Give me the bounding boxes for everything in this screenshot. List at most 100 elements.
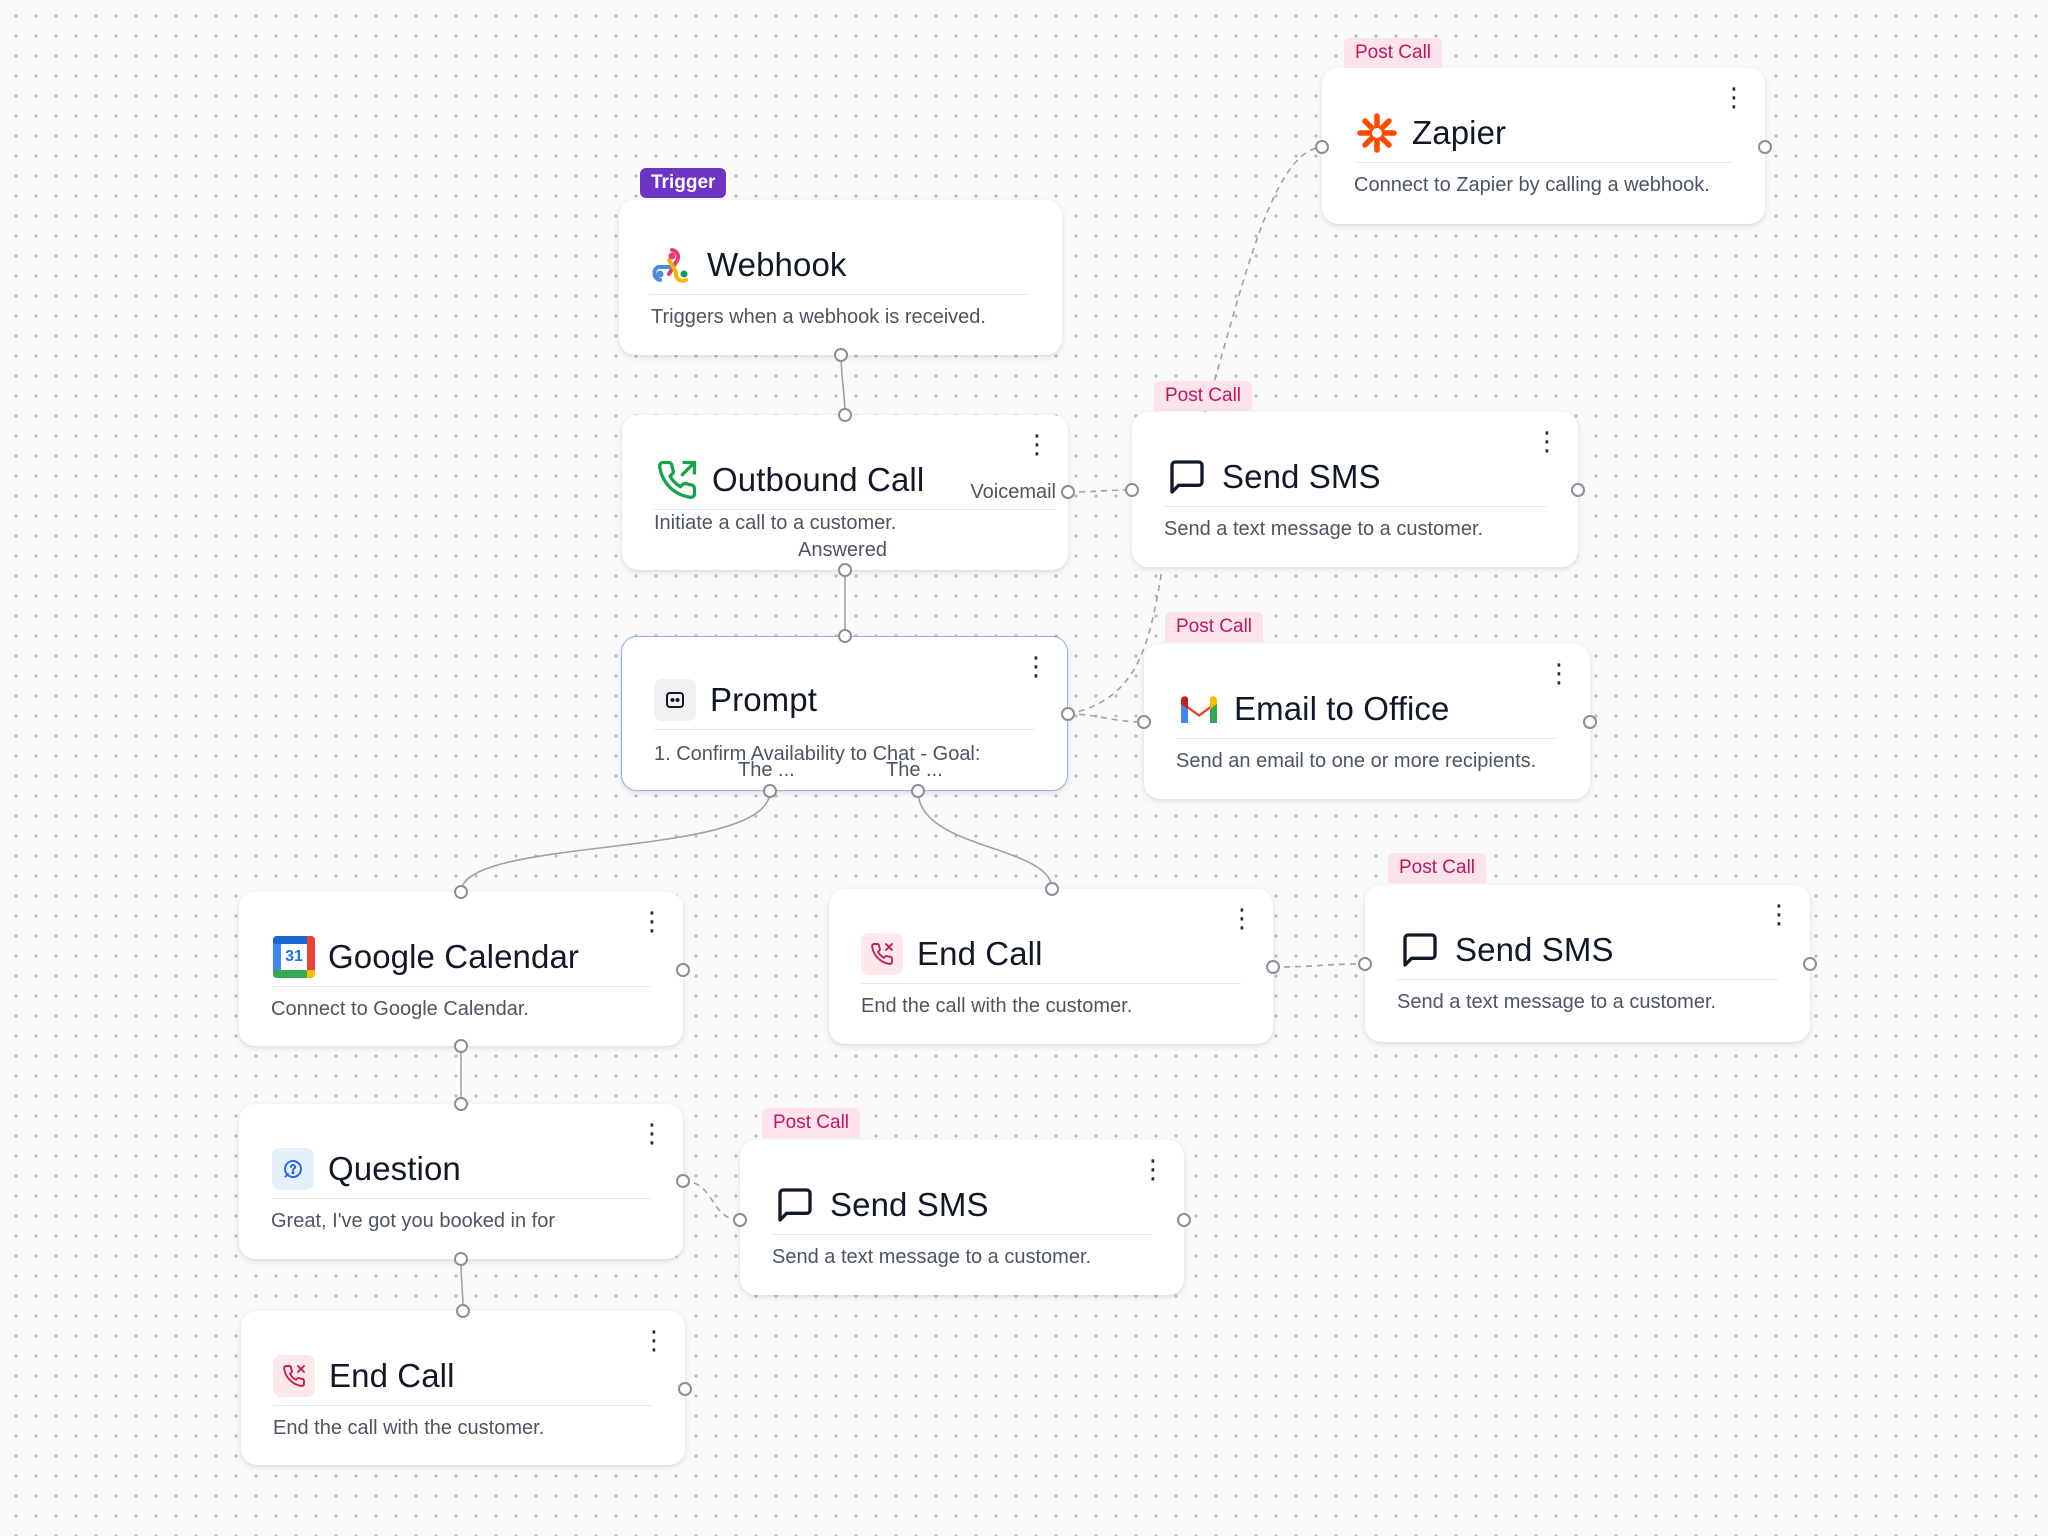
more-options-icon[interactable]: ⋮	[1721, 82, 1747, 112]
webhook-icon	[649, 242, 695, 288]
node-title: Send SMS	[1455, 931, 1614, 968]
endcall-side-output-handle[interactable]	[1266, 960, 1280, 974]
post-call-tag: Post Call	[1154, 381, 1253, 411]
node-title: Question	[328, 1150, 461, 1187]
trigger-tag: Trigger	[640, 168, 727, 198]
prompt-node[interactable]: ⋮ Prompt 1. Confirm Availability to Chat…	[621, 636, 1068, 791]
message-icon	[1164, 454, 1210, 500]
question-output-handle[interactable]	[454, 1252, 468, 1266]
prompt-right-output-handle[interactable]	[911, 784, 925, 798]
node-title: End Call	[917, 935, 1043, 972]
gcal-side-output-handle[interactable]	[676, 963, 690, 977]
edge-webhook-outbound	[840, 354, 846, 416]
gcal-input-handle[interactable]	[454, 885, 468, 899]
end-call-node[interactable]: ⋮ End Call End the call with the custome…	[829, 889, 1273, 1044]
google-calendar-icon: 31	[272, 934, 316, 980]
more-options-icon[interactable]: ⋮	[1766, 899, 1792, 929]
node-description: 1. Confirm Availability to Chat - Goal:	[654, 743, 981, 765]
zapier-node[interactable]: ⋮ Zapier Connect to Zapier by calling a …	[1322, 68, 1765, 224]
port-label-left: The ...	[738, 759, 795, 781]
end-call-icon	[861, 933, 903, 975]
endcall-input-handle[interactable]	[1045, 882, 1059, 896]
more-options-icon[interactable]: ⋮	[1024, 429, 1050, 459]
edge-prompt-gcal	[460, 790, 771, 893]
node-description: Send a text message to a customer.	[1164, 518, 1484, 540]
node-header: End Call	[273, 1347, 653, 1406]
sms-input-handle[interactable]	[733, 1213, 747, 1227]
question-node[interactable]: ⋮ Question Great, I've got you booked in…	[239, 1104, 683, 1259]
question-input-handle[interactable]	[454, 1097, 468, 1111]
node-title: Email to Office	[1234, 690, 1450, 727]
port-label-right: The ...	[886, 759, 943, 781]
google-calendar-node[interactable]: ⋮ 31 Google Calendar Connect to Google C…	[239, 892, 683, 1046]
more-options-icon[interactable]: ⋮	[1140, 1154, 1166, 1184]
outbound-phone-icon	[654, 457, 700, 503]
node-header: Prompt	[654, 671, 1035, 730]
more-options-icon[interactable]: ⋮	[1229, 903, 1255, 933]
send-sms-node[interactable]: ⋮ Send SMS Send a text message to a cust…	[1365, 885, 1810, 1042]
prompt-left-output-handle[interactable]	[763, 784, 777, 798]
end-call-icon	[273, 1355, 315, 1397]
more-options-icon[interactable]: ⋮	[1023, 651, 1049, 681]
endcall-input-handle[interactable]	[456, 1304, 470, 1318]
node-title: Google Calendar	[328, 938, 579, 975]
email-to-office-node[interactable]: ⋮ Email to Office Send an email to one o…	[1144, 644, 1590, 799]
node-header: Send SMS	[1397, 921, 1778, 980]
edge-endcall-sms2	[1272, 963, 1366, 968]
webhook-output-handle[interactable]	[834, 348, 848, 362]
node-header: Email to Office	[1176, 680, 1558, 739]
webhook-node[interactable]: Webhook Triggers when a webhook is recei…	[619, 200, 1062, 355]
node-title: Zapier	[1412, 114, 1507, 151]
more-options-icon[interactable]: ⋮	[639, 906, 665, 936]
node-description: End the call with the customer.	[273, 1417, 545, 1439]
post-call-tag: Post Call	[1344, 38, 1443, 68]
node-header: Zapier	[1354, 104, 1733, 163]
gmail-icon	[1176, 686, 1222, 732]
message-icon	[772, 1182, 818, 1228]
question-side-output-handle[interactable]	[676, 1174, 690, 1188]
email-input-handle[interactable]	[1137, 715, 1151, 729]
sms-output-handle[interactable]	[1571, 483, 1585, 497]
prompt-input-handle[interactable]	[838, 629, 852, 643]
node-description: Send an email to one or more recipients.	[1176, 750, 1537, 772]
node-description: Connect to Zapier by calling a webhook.	[1354, 174, 1710, 196]
prompt-icon	[654, 679, 696, 721]
sms-output-handle[interactable]	[1803, 957, 1817, 971]
sms-input-handle[interactable]	[1125, 483, 1139, 497]
gcal-output-handle[interactable]	[454, 1039, 468, 1053]
node-header: Question	[272, 1140, 651, 1199]
node-title: Send SMS	[1222, 458, 1381, 495]
edge-question-sms3	[682, 1180, 741, 1221]
post-call-tag: Post Call	[762, 1108, 861, 1138]
node-header: 31 Google Calendar	[272, 928, 651, 987]
outbound-call-node[interactable]: ⋮ Outbound Call Initiate a call to a cus…	[622, 415, 1068, 570]
zapier-output-handle[interactable]	[1758, 140, 1772, 154]
more-options-icon[interactable]: ⋮	[641, 1325, 667, 1355]
port-label-answered: Answered	[798, 539, 887, 561]
more-options-icon[interactable]: ⋮	[639, 1118, 665, 1148]
edge-prompt-endcall	[917, 790, 1053, 890]
edge-voicemail-sms	[1067, 489, 1133, 493]
sms-output-handle[interactable]	[1177, 1213, 1191, 1227]
node-title: Prompt	[710, 681, 817, 718]
outbound-input-handle[interactable]	[838, 408, 852, 422]
voicemail-output-handle[interactable]	[1061, 485, 1075, 499]
more-options-icon[interactable]: ⋮	[1534, 426, 1560, 456]
edge-sms-zapier	[1204, 146, 1323, 413]
email-output-handle[interactable]	[1583, 715, 1597, 729]
end-call-node[interactable]: ⋮ End Call End the call with the custome…	[241, 1311, 685, 1465]
sms-input-handle[interactable]	[1358, 957, 1372, 971]
more-options-icon[interactable]: ⋮	[1546, 658, 1572, 688]
zapier-input-handle[interactable]	[1315, 140, 1329, 154]
message-icon	[1397, 927, 1443, 973]
endcall-side-output-handle[interactable]	[678, 1382, 692, 1396]
prompt-side-output-handle[interactable]	[1061, 707, 1075, 721]
node-header: End Call	[861, 925, 1241, 984]
send-sms-node[interactable]: ⋮ Send SMS Send a text message to a cust…	[1132, 412, 1578, 567]
port-label-voicemail: Voicemail	[970, 481, 1056, 503]
answered-output-handle[interactable]	[838, 563, 852, 577]
send-sms-node[interactable]: ⋮ Send SMS Send a text message to a cust…	[740, 1140, 1184, 1295]
node-description: End the call with the customer.	[861, 995, 1133, 1017]
zapier-icon	[1354, 110, 1400, 156]
